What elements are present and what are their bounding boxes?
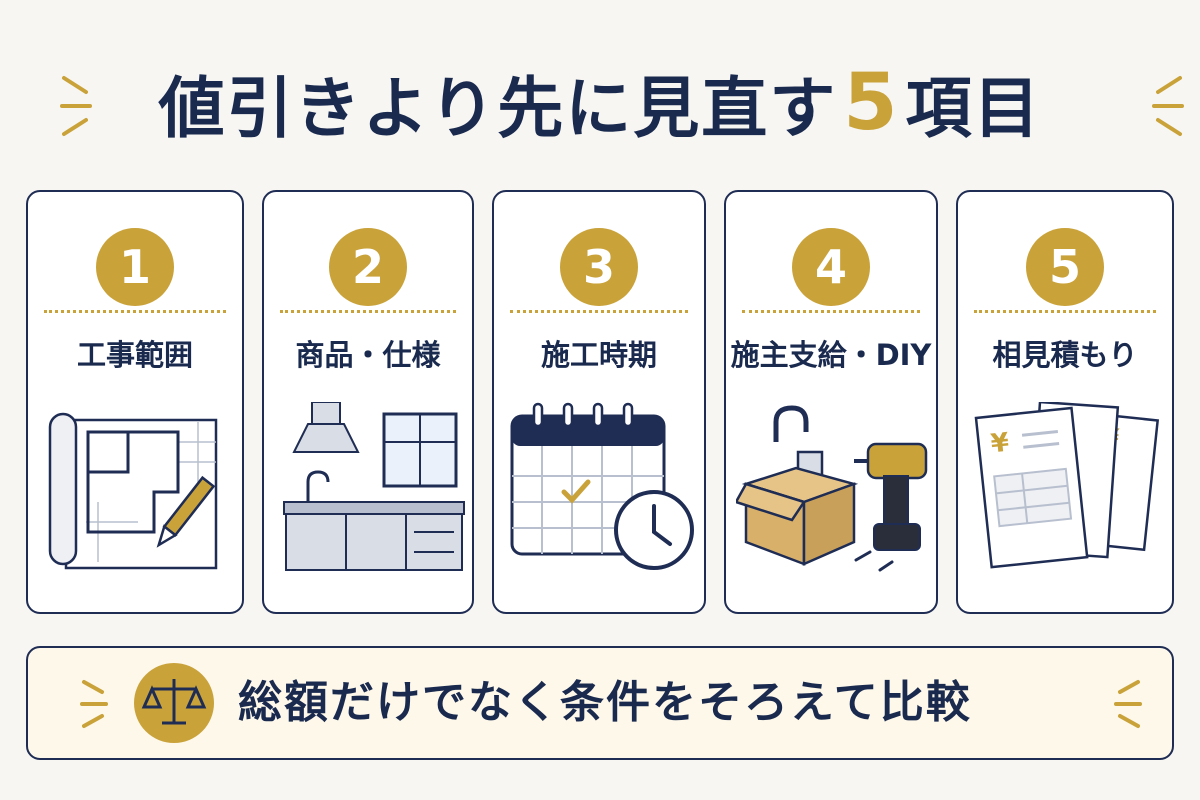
sparkle-left-icon	[80, 680, 108, 728]
item-label: 商品・仕様	[295, 338, 441, 372]
item-label: 相見積もり	[992, 338, 1138, 372]
item-card-4: 4 施主支給・DIY	[724, 190, 938, 614]
item-number-badge: 2	[329, 228, 407, 306]
divider	[44, 310, 226, 313]
sparkle-right-icon	[1114, 680, 1142, 728]
title-number: 5	[843, 58, 900, 148]
box-drill-icon	[736, 405, 928, 572]
item-label: 工事範囲	[76, 338, 193, 372]
calendar-clock-icon	[510, 402, 694, 570]
title-suffix: 項目	[905, 70, 1042, 147]
item-card-2: 2 商品・仕様	[262, 190, 474, 614]
sparkle-left-icon	[60, 76, 92, 136]
item-number-badge: 4	[792, 228, 870, 306]
item-card-1: 1 工事範囲	[26, 190, 244, 614]
divider	[510, 310, 688, 313]
item-number-badge: 1	[96, 228, 174, 306]
item-card-5: 5 相見積もり ¥ ¥ ¥	[956, 190, 1174, 614]
summary-text: 総額だけでなく条件をそろえて比較	[238, 677, 972, 728]
summary-banner: 総額だけでなく条件をそろえて比較	[26, 646, 1174, 760]
estimates-icon: ¥ ¥ ¥	[974, 402, 1160, 569]
page-title: 値引きより先に見直す 5 項目	[0, 58, 1200, 148]
item-label: 施工時期	[540, 338, 657, 372]
divider	[280, 310, 456, 313]
floor-plan-icon	[48, 412, 218, 570]
item-label: 施主支給・DIY	[730, 338, 932, 372]
svg-text:¥: ¥	[989, 428, 1010, 460]
divider	[742, 310, 920, 313]
sparkle-right-icon	[1152, 76, 1184, 136]
item-card-3: 3 施工時期	[492, 190, 706, 614]
kitchen-icon	[283, 402, 465, 571]
item-number-badge: 5	[1026, 228, 1104, 306]
divider	[974, 310, 1156, 313]
title-main: 値引きより先に見直す	[158, 70, 838, 147]
item-number-badge: 3	[560, 228, 638, 306]
scale-icon	[134, 663, 214, 743]
